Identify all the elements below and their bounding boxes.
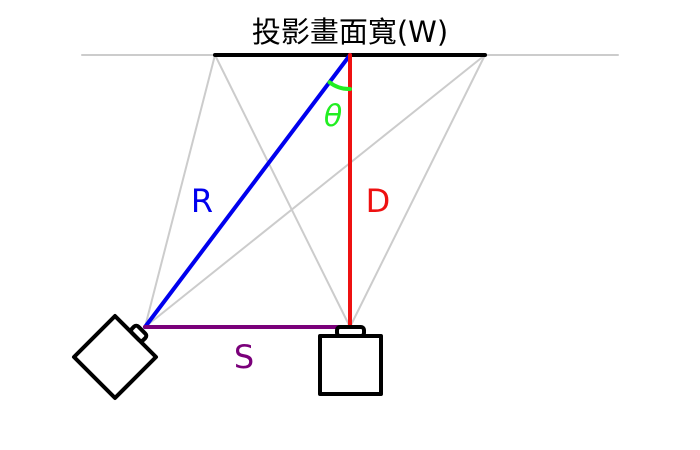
guide-line-left-screen-to-left-projector [144,54,216,328]
guide-line-right-screen-to-left-projector [144,54,486,328]
s-label: S [234,338,254,376]
theta-angle-arc [327,80,352,91]
theta-label: θ [324,99,342,134]
r-distance-line [143,53,352,329]
front-projector-icon [318,325,383,396]
d-label: D [366,182,391,220]
angled-projector-icon [71,313,159,401]
diagram-title: 投影畫面寬(W) [252,15,448,49]
guide-line-left-screen-to-front-projector [214,54,351,328]
guide-line-right-screen-to-front-projector [349,54,486,328]
r-label: R [191,182,213,220]
